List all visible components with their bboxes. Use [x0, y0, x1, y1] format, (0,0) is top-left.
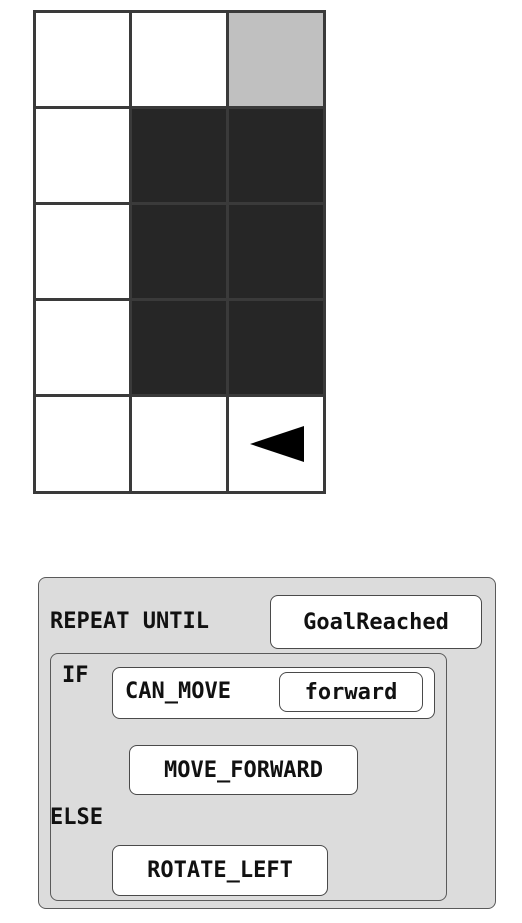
grid-cell-white [130, 395, 228, 492]
grid-cell-white [34, 203, 131, 300]
rotate-left-action: ROTATE_LEFT [112, 845, 328, 896]
forward-label: forward [304, 679, 398, 705]
grid-line-horizontal [32, 298, 326, 302]
goal-reached-condition: GoalReached [270, 595, 482, 649]
grid-line-vertical [225, 9, 229, 494]
move-forward-label: MOVE_FORWARD [164, 757, 323, 783]
grid-cell-black [130, 203, 228, 300]
grid-cell-white [34, 11, 131, 108]
grid-line-vertical [32, 9, 36, 494]
forward-argument: forward [279, 672, 423, 712]
grid-cell-gray [227, 11, 324, 108]
grid-cell-black [130, 107, 228, 204]
can-move-label: CAN_MOVE [125, 679, 231, 704]
grid-line-vertical [129, 9, 133, 494]
move-forward-action: MOVE_FORWARD [129, 745, 358, 795]
grid-line-horizontal [32, 490, 326, 494]
grid-cell-white [34, 299, 131, 396]
grid-cell-white [34, 107, 131, 204]
grid-cell-black [227, 299, 324, 396]
rotate-left-label: ROTATE_LEFT [147, 858, 293, 883]
grid-cell-black [130, 299, 228, 396]
if-keyword: IF [62, 663, 89, 688]
repeat-until-keyword: REPEAT UNTIL [50, 609, 209, 634]
robot-triangle [249, 425, 304, 462]
grid-line-horizontal [32, 201, 326, 205]
robot-arrow-icon [249, 425, 304, 462]
grid-line-vertical [322, 9, 326, 494]
grid-line-horizontal [32, 105, 326, 109]
grid-cell-white [34, 395, 131, 492]
grid-cell-white [130, 11, 228, 108]
goal-reached-label: GoalReached [303, 609, 449, 635]
else-keyword: ELSE [50, 805, 103, 830]
grid-line-horizontal [32, 394, 326, 398]
grid-cell-black [227, 203, 324, 300]
grid-cell-black [227, 107, 324, 204]
maze-grid [32, 9, 326, 494]
grid-line-horizontal [32, 9, 326, 13]
